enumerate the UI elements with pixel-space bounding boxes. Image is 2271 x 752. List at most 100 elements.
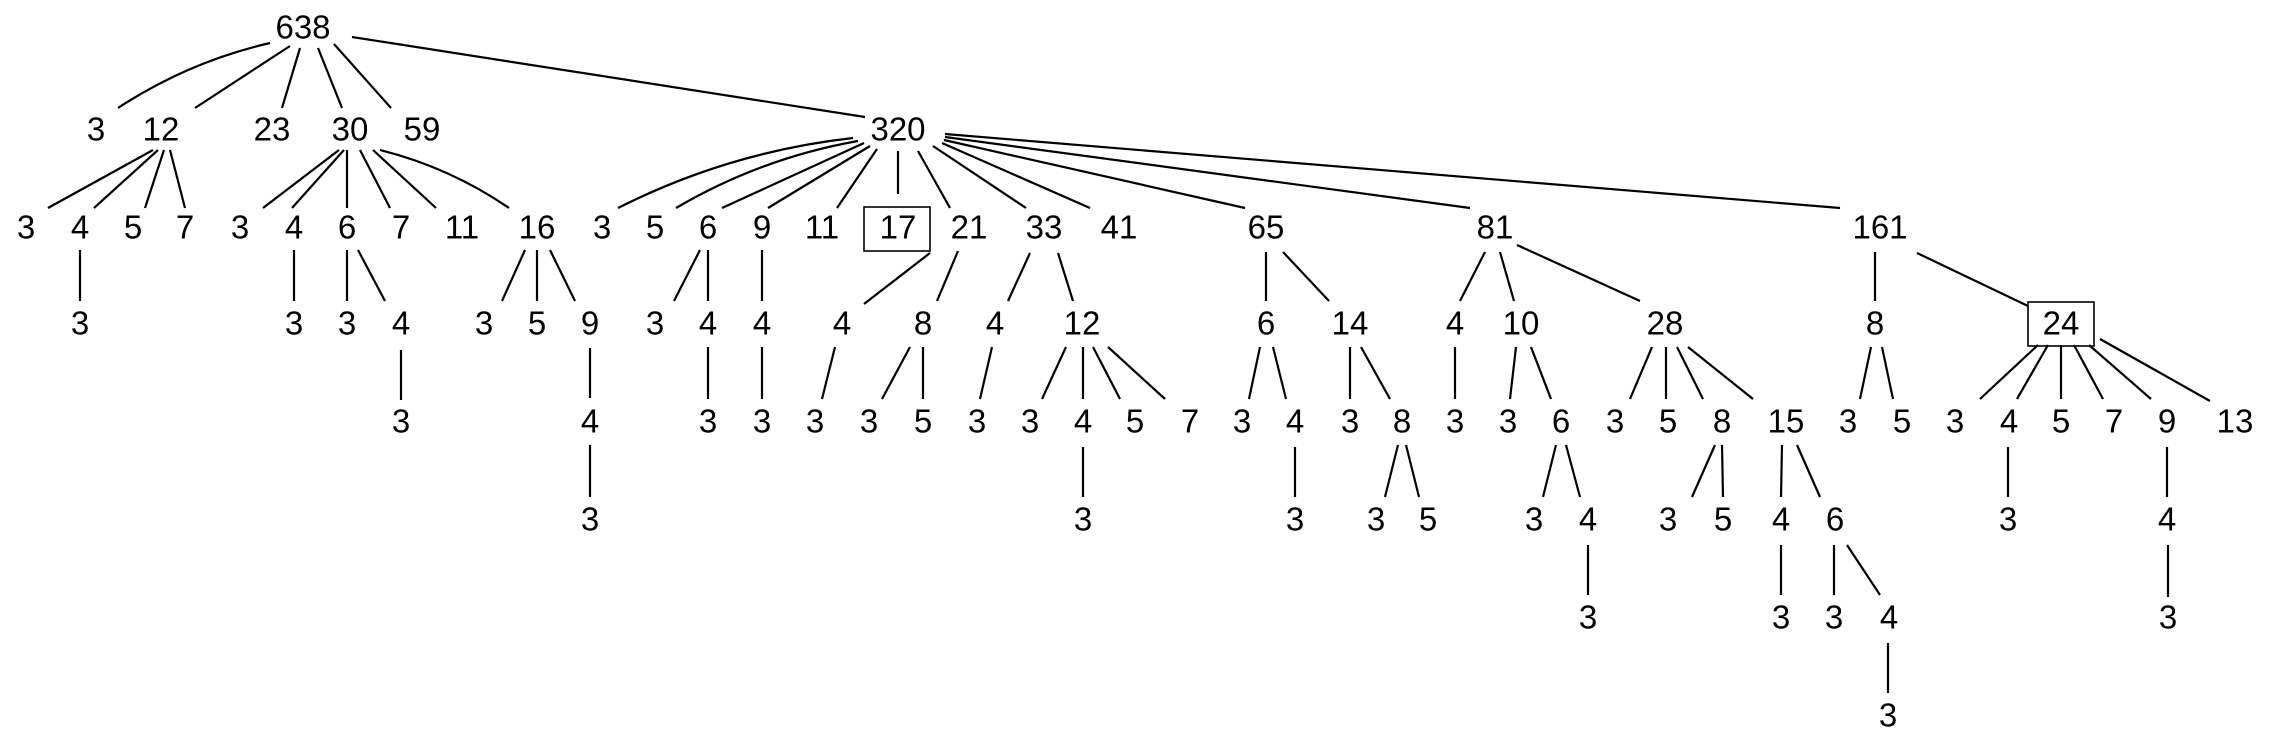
tree-node-label: 3 xyxy=(1606,403,1624,440)
tree-edge xyxy=(333,43,392,109)
tree-node-label: 3 xyxy=(2159,599,2177,636)
tree-edge xyxy=(143,149,166,209)
tree-edge xyxy=(836,148,878,209)
tree-node-label: 3 xyxy=(1879,697,1897,734)
tree-node-label: 6 xyxy=(699,209,717,246)
tree-node-label: 5 xyxy=(1419,501,1437,538)
tree-edge xyxy=(1720,444,1725,498)
tree-node-label: 3 xyxy=(593,209,611,246)
tree-node-label: 4 xyxy=(392,305,410,342)
tree-node-label: 4 xyxy=(1772,501,1790,538)
tree-node-label: 59 xyxy=(404,111,441,148)
tree-edge xyxy=(1459,251,1486,302)
tree-edge xyxy=(1271,346,1288,400)
tree-edge xyxy=(767,145,871,209)
tree-edge xyxy=(291,149,345,209)
tree-edge xyxy=(1690,444,1717,498)
tree-node-label: 638 xyxy=(275,9,330,46)
tree-node-label: 3 xyxy=(860,403,878,440)
tree-edge xyxy=(1541,444,1558,498)
tree-edge xyxy=(351,35,866,119)
tree-edge xyxy=(1880,346,1895,400)
tree-edge xyxy=(500,249,527,302)
tree-node-label: 161 xyxy=(1852,209,1907,246)
tree-node-label: 3 xyxy=(1825,599,1843,636)
tree-node-label: 3 xyxy=(1499,403,1517,440)
tree-node-label: 3 xyxy=(1999,501,2017,538)
tree-node-label: 4 xyxy=(1446,305,1464,342)
tree-edge xyxy=(721,141,865,210)
tree-edge xyxy=(359,149,391,209)
tree-node-label: 4 xyxy=(1880,599,1898,636)
tree-edge xyxy=(2088,344,2152,400)
highlight-box xyxy=(2027,301,2095,347)
tree-edge xyxy=(194,45,291,109)
tree-node-label: 28 xyxy=(1647,305,1684,342)
tree-node-label: 6 xyxy=(338,209,356,246)
tree-node-label: 24 xyxy=(2043,305,2080,342)
tree-edge xyxy=(1282,251,1330,302)
tree-node-label: 41 xyxy=(1101,209,1138,246)
tree-node-label: 5 xyxy=(1714,501,1732,538)
tree-node-label: 320 xyxy=(870,111,925,148)
tree-node-label: 3 xyxy=(71,305,89,342)
tree-node-label: 4 xyxy=(71,209,89,246)
tree-node-label: 6 xyxy=(1552,403,1570,440)
tree-edge xyxy=(47,149,154,209)
tree-node-label: 30 xyxy=(332,111,369,148)
tree-node-label: 3 xyxy=(699,403,717,440)
tree-node-label: 3 xyxy=(475,305,493,342)
tree-node-label: 3 xyxy=(646,305,664,342)
tree-node-label: 5 xyxy=(914,403,932,440)
tree-node-label: 3 xyxy=(1074,501,1092,538)
tree-node-label: 3 xyxy=(338,305,356,342)
tree-node-label: 5 xyxy=(1126,403,1144,440)
tree-edge xyxy=(1564,444,1582,498)
tree-node-label: 3 xyxy=(968,403,986,440)
tree-edge xyxy=(1687,346,1754,400)
tree-node-label: 4 xyxy=(1579,501,1597,538)
tree-node-label: 13 xyxy=(2217,403,2254,440)
tree-node-label: 17 xyxy=(880,209,917,246)
tree-edge xyxy=(1107,346,1166,400)
tree-node-label: 16 xyxy=(519,209,556,246)
tree-node-label: 4 xyxy=(699,305,717,342)
tree-edge xyxy=(1628,346,1654,400)
tree-edge xyxy=(1516,243,1641,303)
tree-edge xyxy=(1508,346,1518,400)
tree-edge xyxy=(941,141,1091,210)
tree-edge xyxy=(2099,338,2211,402)
tree-edge xyxy=(863,252,931,305)
tree-edge xyxy=(935,250,960,302)
tree-edge xyxy=(1779,444,1784,498)
tree-node-label: 4 xyxy=(753,305,771,342)
tree-node-label: 3 xyxy=(806,403,824,440)
tree-edge xyxy=(1383,444,1400,498)
tree-node-label: 4 xyxy=(833,305,851,342)
tree-node-label: 3 xyxy=(1446,403,1464,440)
tree-node-label: 3 xyxy=(87,111,105,148)
tree-edge xyxy=(1247,346,1262,400)
tree-node-label: 8 xyxy=(1713,403,1731,440)
tree-edge xyxy=(117,41,271,109)
tree-edges xyxy=(47,35,2211,693)
tree-edge xyxy=(1360,346,1391,400)
tree-edge xyxy=(917,150,951,209)
tree-edge xyxy=(944,132,1841,210)
tree-node-label: 81 xyxy=(1477,209,1514,246)
tree-edge xyxy=(881,346,911,400)
tree-node-label: 4 xyxy=(581,403,599,440)
tree-node-label: 3 xyxy=(1579,599,1597,636)
tree-node-label: 14 xyxy=(1332,305,1369,342)
tree-edge xyxy=(2016,344,2049,400)
tree-node-label: 3 xyxy=(1286,501,1304,538)
tree-node-label: 3 xyxy=(1367,501,1385,538)
tree-edge xyxy=(357,249,386,302)
tree-node-label: 7 xyxy=(1181,403,1199,440)
tree-node-label: 12 xyxy=(1064,305,1101,342)
tree-edge xyxy=(1979,344,2039,400)
tree-edge xyxy=(617,136,854,209)
tree-node-label: 3 xyxy=(285,305,303,342)
tree-edge xyxy=(93,149,159,209)
